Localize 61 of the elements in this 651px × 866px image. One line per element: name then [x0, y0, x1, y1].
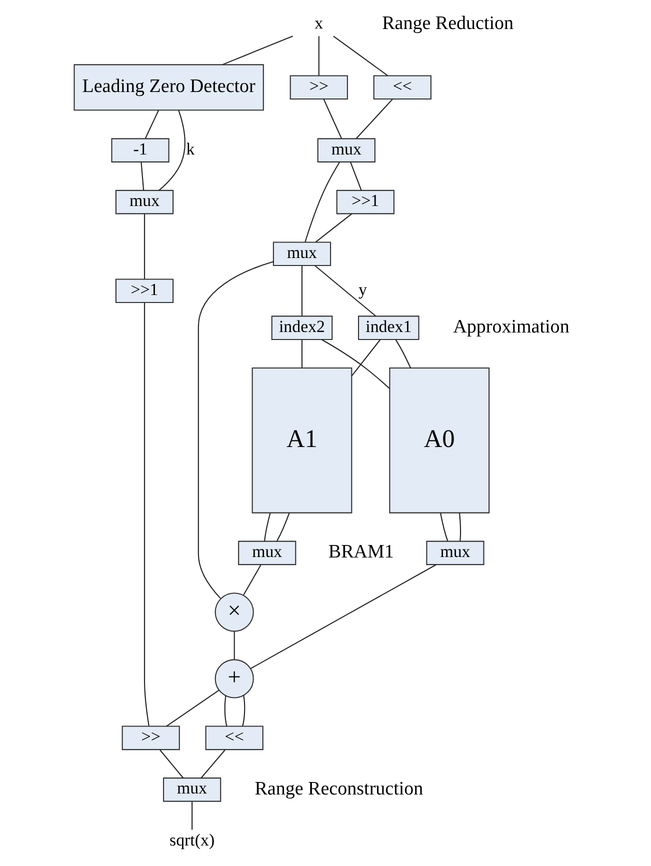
node-box: index1 — [358, 316, 420, 340]
connector — [301, 340, 303, 368]
node-box: index2 — [271, 316, 333, 340]
node-box: Leading Zero Detector — [74, 64, 264, 111]
node-box: mux — [115, 190, 174, 214]
label: Approximation — [453, 316, 570, 338]
connector — [144, 302, 150, 726]
edge-label: k — [186, 139, 195, 158]
connector — [304, 162, 340, 242]
connector — [250, 564, 436, 670]
node-box: >> — [122, 726, 180, 750]
connector — [243, 564, 262, 596]
connector — [315, 214, 352, 242]
connector — [395, 339, 412, 368]
connector — [321, 339, 390, 389]
node-box: mux — [238, 540, 296, 566]
node-box: A0 — [389, 367, 490, 514]
node-box: << — [373, 75, 432, 100]
connector — [192, 802, 193, 830]
connector — [318, 36, 320, 76]
connector — [222, 36, 293, 66]
connector — [314, 265, 376, 317]
connector — [242, 695, 246, 726]
node-box: mux — [272, 242, 332, 266]
connector — [351, 339, 381, 376]
connector — [200, 750, 226, 778]
node-box: mux — [317, 138, 376, 162]
node-box: -1 — [111, 138, 170, 162]
connector — [166, 690, 220, 727]
node-box: >>1 — [115, 278, 174, 303]
node-box: mux — [163, 778, 222, 802]
connector — [459, 512, 462, 542]
node-text: x — [314, 14, 324, 33]
connector — [276, 512, 290, 542]
connector — [264, 512, 271, 542]
node-box: >> — [290, 75, 348, 100]
connector — [356, 98, 394, 139]
connector — [158, 110, 186, 191]
connector — [301, 266, 303, 316]
node-text: sqrt(x) — [170, 830, 215, 850]
connector — [323, 98, 342, 139]
connector — [333, 36, 388, 76]
node-circle: + — [214, 659, 254, 698]
connector — [140, 162, 144, 190]
connector — [440, 512, 448, 542]
connector — [224, 696, 228, 726]
node-box: >>1 — [336, 190, 394, 214]
node-label: BRAM1 — [328, 542, 394, 563]
connector — [144, 110, 159, 139]
node-box: << — [205, 726, 264, 750]
connector — [144, 214, 146, 280]
connector — [234, 632, 235, 660]
node-box: A1 — [252, 367, 352, 514]
node-box: mux — [426, 540, 484, 566]
node-circle: × — [214, 592, 254, 632]
label: Range Reduction — [382, 13, 514, 34]
label: Range Reconstruction — [254, 778, 424, 800]
connector — [160, 750, 184, 778]
edge-label: y — [358, 280, 367, 299]
connector — [350, 162, 362, 191]
connector — [198, 261, 274, 599]
